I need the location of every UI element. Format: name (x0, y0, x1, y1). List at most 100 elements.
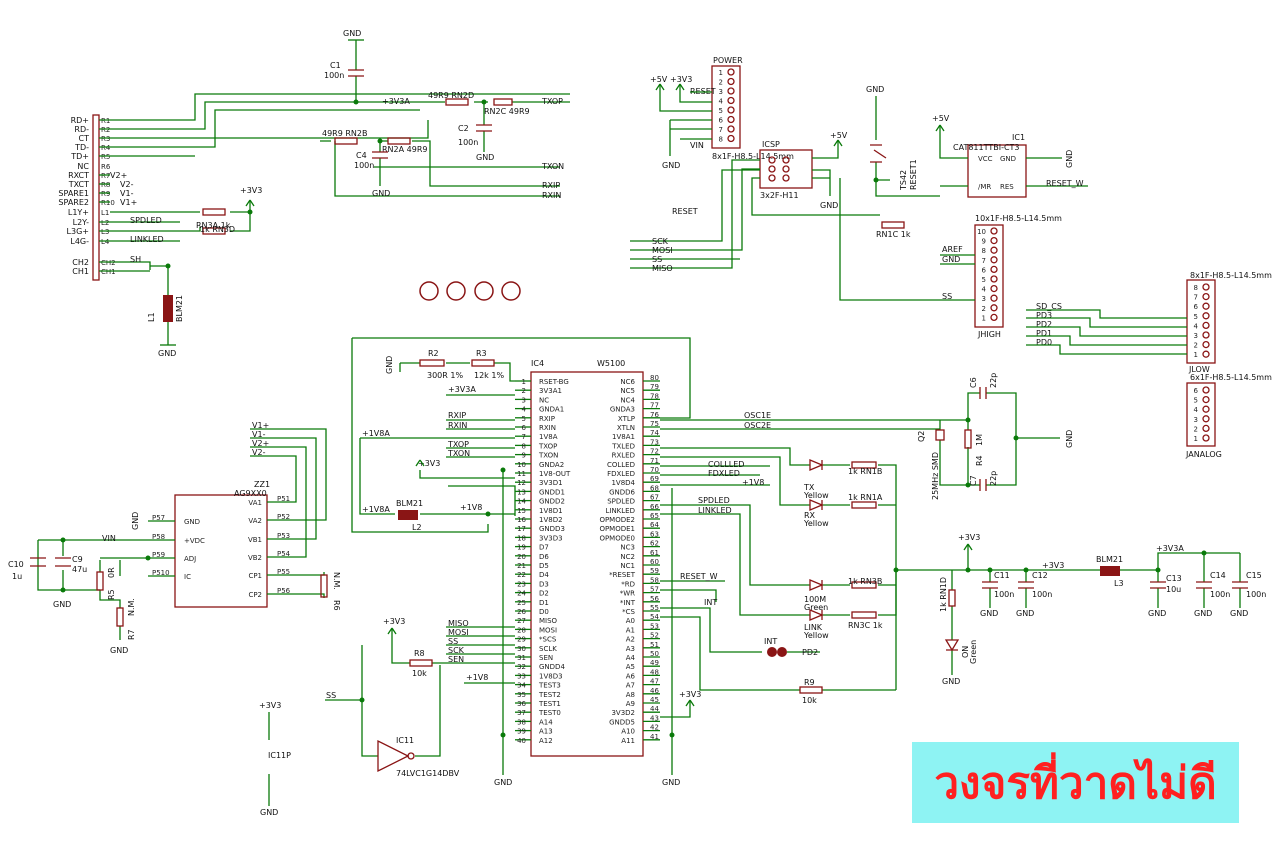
r9-label: R9 (804, 678, 815, 687)
w5100-left-pin-name: MOSI (539, 626, 557, 634)
rj45-pin-label: L1 (101, 209, 109, 217)
gnd-ic1-label: GND (1065, 150, 1074, 168)
rn3c-label: RN3C 1k (848, 621, 883, 630)
w5100-right-pin-name: NC5 (620, 387, 635, 395)
w5100-left-pin-number: 24 (517, 590, 526, 598)
p1v8-ic4-label: +1V8 (466, 673, 488, 682)
w5100-left-pin-number: 9 (522, 452, 526, 460)
gnd-ag9-label: GND (131, 512, 140, 530)
rj45-pin-label: R6 (101, 163, 111, 171)
w5100-left-pin-name: 3V3D1 (539, 479, 563, 487)
v2minus-ag9: V2- (252, 448, 266, 457)
c2-label: C2 (458, 124, 469, 133)
w5100-left-pin-number: 17 (517, 525, 526, 533)
r4-label: R4 (975, 455, 984, 466)
c1-value: 100n (324, 71, 344, 80)
header-pin (990, 227, 998, 235)
w5100-left-pin-name: 3V3D3 (539, 534, 563, 542)
ag9-right-pin-name: CP2 (248, 591, 262, 599)
gnd-c14-label: GND (1194, 609, 1212, 618)
c13-value: 10u (1166, 585, 1181, 594)
w5100-right-pin-number: 48 (650, 668, 659, 676)
l3-label: L3 (1114, 579, 1124, 588)
header-pin-number: 7 (719, 126, 723, 134)
ag9-left-pin-name: GND (184, 518, 200, 526)
w5100-right-pin-name: OPMODE0 (599, 534, 635, 542)
mount-hole (419, 281, 439, 301)
w5100-right-pin-name: SPDLED (607, 498, 635, 506)
p3v3a-ic4-label: +3V3A (448, 385, 476, 394)
rj45-signal-label: NC (77, 162, 89, 171)
w5100-right-pin-name: 3V3D2 (611, 709, 635, 717)
collled-label: COLLLED (708, 460, 744, 469)
ic1-res: RES (1000, 183, 1014, 191)
rj45-signal-label: CH2 (72, 258, 89, 267)
w5100-right-pin-number: 80 (650, 374, 659, 382)
w5100-right-pin-number: 46 (650, 687, 659, 695)
r9-value: 10k (802, 696, 817, 705)
w5100-left-pin-name: TEST1 (538, 700, 561, 708)
ic11p-label: IC11P (268, 751, 291, 760)
w5100-left-pin-name: D6 (539, 553, 549, 561)
m100-color: Green (804, 603, 828, 612)
rn2c-label: RN2C 49R9 (484, 107, 530, 116)
rj45-pin-label: L2 (101, 219, 109, 227)
w5100-left-pin-name: 3V3A1 (539, 387, 562, 395)
w5100-left-pin-number: 2 (522, 387, 526, 395)
rj45-pin-label: R7 (101, 172, 110, 180)
ag9-right-pin-name: VA2 (248, 517, 262, 525)
q2-value: 25MHz SMD (931, 452, 940, 500)
w5100-right-pin-name: *RD (621, 580, 635, 588)
zz1-label: ZZ1 (254, 480, 270, 489)
w5100-left-pin-number: 22 (517, 571, 526, 579)
c12-value: 100n (1032, 590, 1052, 599)
gnd-r2-label: GND (385, 356, 394, 374)
r3-label: R3 (476, 349, 487, 358)
w5100-chip: RSET-BG13V3A12NC3GNDA14RXIP5RXIN61V8A7TX… (515, 371, 660, 757)
reset-net-label: RESET (672, 207, 698, 216)
rj45-signal-label: SPARE2 (58, 198, 89, 207)
rj45-signal-label: TD+ (70, 152, 89, 161)
w5100-right-pin-name: GNDD6 (609, 488, 635, 496)
ic1-part: CAT811TTBI-CT3 (953, 143, 1020, 152)
w5100-right-pin-number: 79 (650, 383, 659, 391)
rj45-connector: RD+RD-CTTD-TD+NCRXCTTXCTSPARE1SPARE2L1Y+… (58, 114, 116, 281)
rj45-pin-label: R10 (101, 199, 115, 207)
l3-part-label: BLM21 (1096, 555, 1123, 564)
p3v3-ic4-label: +3V3 (418, 459, 440, 468)
tx-label: TX (803, 483, 815, 492)
rxip-net-label: RXIP (542, 181, 560, 190)
header-pin (727, 68, 735, 76)
header-pin (990, 265, 998, 274)
sck-ic4-label: SCK (448, 646, 465, 655)
header-pin-number: 4 (1194, 406, 1199, 414)
mosi-label: MOSI (652, 246, 673, 255)
gnd-crystal-label: GND (1065, 430, 1074, 448)
c4-value: 100n (354, 161, 374, 170)
rxin-ic4-label: RXIN (448, 421, 467, 430)
w5100-left-pin-number: 23 (517, 580, 526, 588)
header-pin (1202, 302, 1210, 310)
w5100-right-pin-number: 68 (650, 484, 659, 492)
header-pin-number: 10 (977, 228, 986, 236)
pd0-label: PD0 (1036, 338, 1052, 347)
p1v8a-net-label: +1V8A (362, 429, 390, 438)
p3v3a-net-label: +3V3A (382, 97, 410, 106)
w5100-left-pin-number: 31 (517, 654, 526, 662)
sen-ic4-label: SEN (448, 655, 464, 664)
c10-label: C10 (8, 560, 24, 569)
w5100-left-pin-number: 18 (517, 534, 526, 542)
rn2b-label: 49R9 RN2B (322, 129, 368, 138)
w5100-left-pin-number: 13 (517, 488, 526, 496)
ic11-part: 74LVC1G14DBV (396, 769, 460, 778)
header-pin (727, 87, 735, 95)
w5100-left-pin-name: D3 (539, 580, 549, 588)
header-pin (1202, 283, 1210, 291)
link-color: Yellow (803, 631, 829, 640)
header-pin (990, 284, 998, 293)
p3v3-rail-label: +3V3 (958, 533, 980, 542)
ag9-right-pin-name: VB1 (248, 536, 262, 544)
